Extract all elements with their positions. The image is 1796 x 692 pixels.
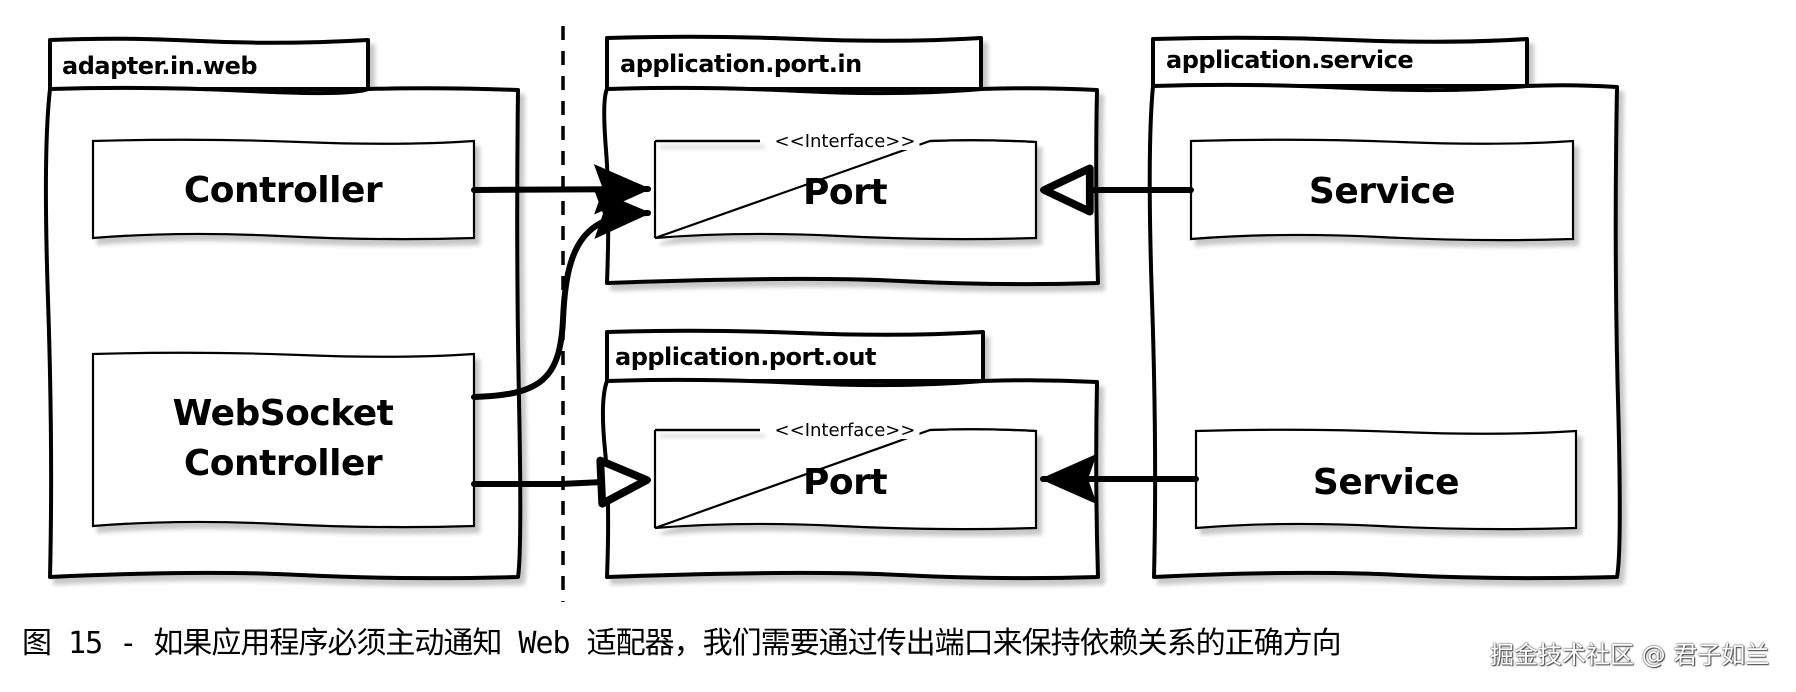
figure-caption: 图 15 - 如果应用程序必须主动通知 Web 适配器，我们需要通过传出端口来保… — [22, 626, 1342, 661]
package-tab — [48, 36, 370, 91]
package-tab — [605, 34, 983, 91]
component-websocket-controller[interactable]: WebSocket Controller — [91, 351, 476, 529]
component-stereotype: <<Interface>> — [775, 131, 916, 152]
component-controller[interactable]: Controller — [91, 138, 476, 241]
package-label: application.port.in — [620, 50, 862, 78]
component-label: Port — [803, 172, 887, 213]
component-box — [1194, 428, 1578, 531]
package-tab — [605, 328, 985, 383]
package-label: application.port.out — [615, 343, 876, 371]
package-label: application.service — [1166, 46, 1413, 74]
component-label: Service — [1309, 171, 1455, 212]
component-service-top[interactable]: Service — [1189, 138, 1575, 242]
arrow-websocket-to-port-out — [471, 456, 651, 508]
component-label-line2: Controller — [184, 443, 383, 484]
package-label: adapter.in.web — [62, 52, 257, 80]
component-label-line1: WebSocket — [173, 393, 394, 434]
package-tab — [1151, 35, 1529, 88]
watermark: 掘金技术社区 @ 君子如兰 — [1490, 641, 1770, 669]
architecture-diagram: adapter.in.web Controller WebSocket Cont… — [43, 26, 1622, 602]
component-box — [1189, 138, 1575, 242]
component-label: Controller — [184, 170, 383, 211]
arrow-controller-to-port-in — [471, 164, 651, 215]
component-service-bottom[interactable]: Service — [1194, 428, 1578, 531]
component-stereotype: <<Interface>> — [775, 420, 916, 441]
stereotype-background — [770, 133, 920, 150]
component-port-in[interactable]: <<Interface>> Port — [653, 131, 1038, 241]
stereotype-background — [770, 422, 920, 439]
component-port-out[interactable]: <<Interface>> Port — [653, 420, 1038, 531]
component-label: Port — [803, 462, 887, 503]
component-box — [91, 351, 476, 529]
arrow-websocket-to-port-in — [471, 188, 651, 400]
component-label: Service — [1313, 462, 1459, 503]
